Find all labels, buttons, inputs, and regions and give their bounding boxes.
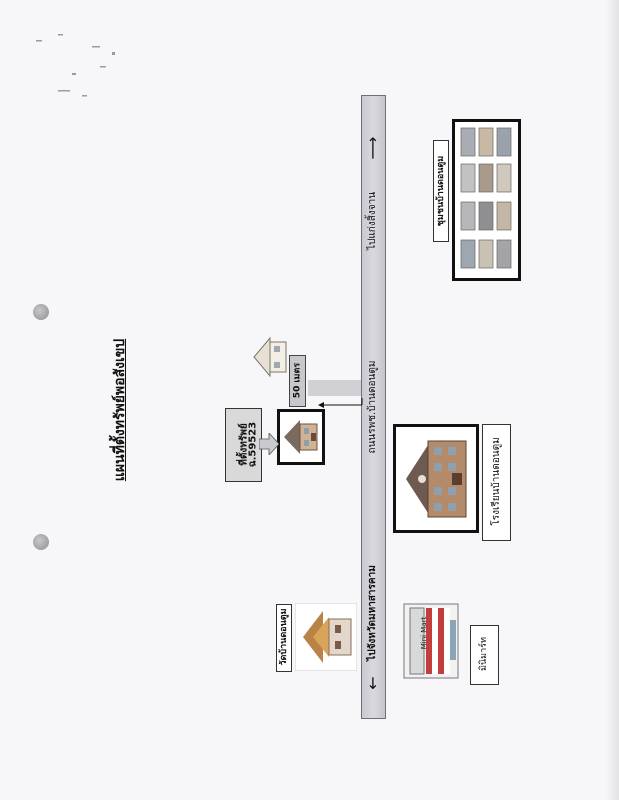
school-building-icon [406,440,467,518]
distance-box: 50 เมตร [289,355,306,407]
road-name-label: ถนนรพช.บ้านดอนตูม [367,360,378,454]
community-label-box: ชุมชนบ้านดอนตูม [433,140,449,242]
minimart-icon [403,603,459,679]
road-to-kaeng-label: ไปแก่งสิ้งจาน [367,191,378,251]
temple-label: วัดบ้านดอนตูม [279,608,289,666]
access-arrow-icon [318,398,363,408]
paper-edge-shadow [605,0,619,800]
school-label: โรงเรียนบ้านดอนตูม [491,437,502,526]
arrow-right-icon: ⟶ [363,136,382,160]
arrow-left-icon: ← [363,676,382,690]
map-title: แผนที่ตั้งทรัพย์พอสังเขป [112,338,128,482]
minimart-label: มินิมาร์ท [479,637,489,671]
scan-specks [36,34,115,97]
road-to-mahasarakham-label: ไปจังหวัดมหาสารคาม [367,565,378,661]
school-label-box: โรงเรียนบ้านดอนตูม [482,424,511,541]
main-road [361,95,386,719]
punch-hole-top [33,304,49,320]
community-label: ชุมชนบ้านดอนตูม [436,155,446,227]
nearby-house-icon [253,336,287,378]
property-house-icon [284,420,318,454]
property-label-box: ที่ตั้งทรัพย์ ฉ.59523 [225,408,262,482]
temple-icon [295,603,357,671]
side-road [308,380,361,396]
school-box [393,424,479,533]
property-pointer-icon [259,433,279,455]
minimart-label-box: มินิมาร์ท [470,625,499,685]
distance-label: 50 เมตร [292,362,303,399]
minimart-sign: Mini Mart [420,616,428,650]
community-box [452,119,521,281]
community-houses-icon [460,127,512,269]
punch-hole-bottom [33,534,49,550]
temple-label-box: วัดบ้านดอนตูม [276,604,292,672]
property-box [277,409,325,465]
